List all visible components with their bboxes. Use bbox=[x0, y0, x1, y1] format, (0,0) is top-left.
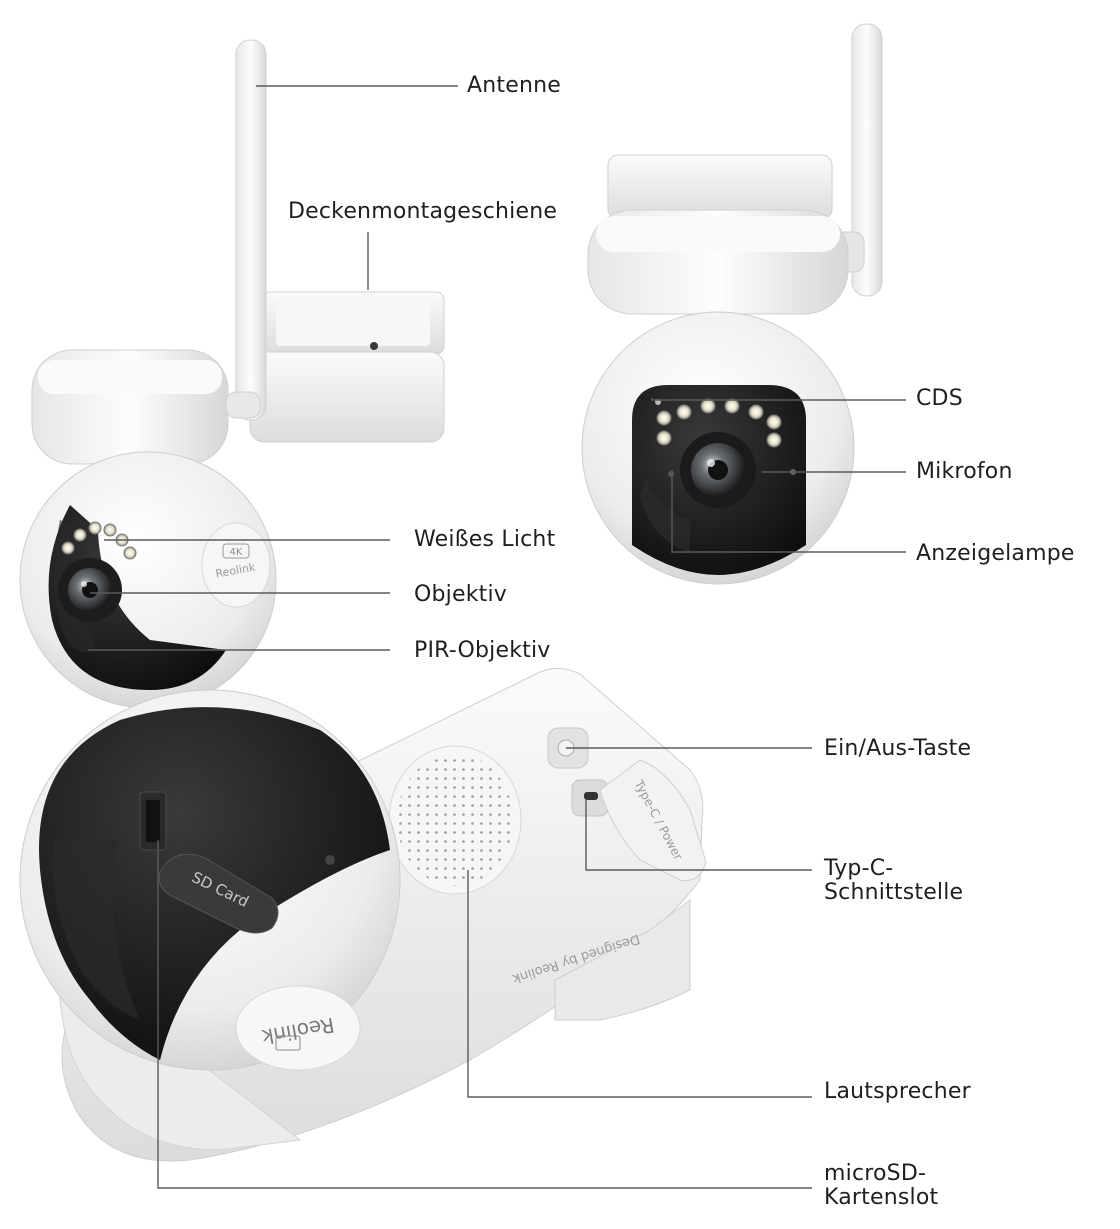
label-power-button: Ein/Aus-Taste bbox=[824, 736, 972, 761]
camera-back-view: Type-C / Power Designed by Reolink SD Ca… bbox=[19, 668, 707, 1162]
white-led-icon bbox=[656, 398, 782, 448]
label-microphone: Mikrofon bbox=[916, 459, 1013, 484]
label-microsd-line1: microSD- bbox=[824, 1161, 927, 1186]
label-microsd-line2: Kartenslot bbox=[824, 1185, 939, 1210]
camera-front-view bbox=[581, 23, 883, 585]
label-lens: Objektiv bbox=[414, 582, 508, 607]
label-pir-lens: PIR-Objektiv bbox=[414, 638, 551, 663]
label-ceiling-rail: Deckenmontageschiene bbox=[288, 199, 558, 224]
camera-lens-icon bbox=[58, 558, 122, 622]
label-antenna: Antenne bbox=[467, 73, 561, 98]
label-white-light: Weißes Licht bbox=[414, 527, 556, 552]
label-indicator: Anzeigelampe bbox=[916, 541, 1075, 566]
label-microsd: microSD- Kartenslot bbox=[824, 1162, 938, 1210]
label-typec: Typ-C- Schnittstelle bbox=[824, 857, 963, 905]
camera-side-view: 4K Reolink bbox=[19, 39, 445, 709]
label-typec-line2: Schnittstelle bbox=[824, 880, 964, 905]
camera-lens-icon bbox=[680, 432, 756, 508]
label-cds: CDS bbox=[916, 386, 963, 411]
label-typec-line1: Typ-C- bbox=[824, 856, 894, 881]
label-speaker: Lautsprecher bbox=[824, 1079, 971, 1104]
resolution-badge: 4K bbox=[230, 547, 243, 558]
leader-lines bbox=[88, 85, 906, 1189]
